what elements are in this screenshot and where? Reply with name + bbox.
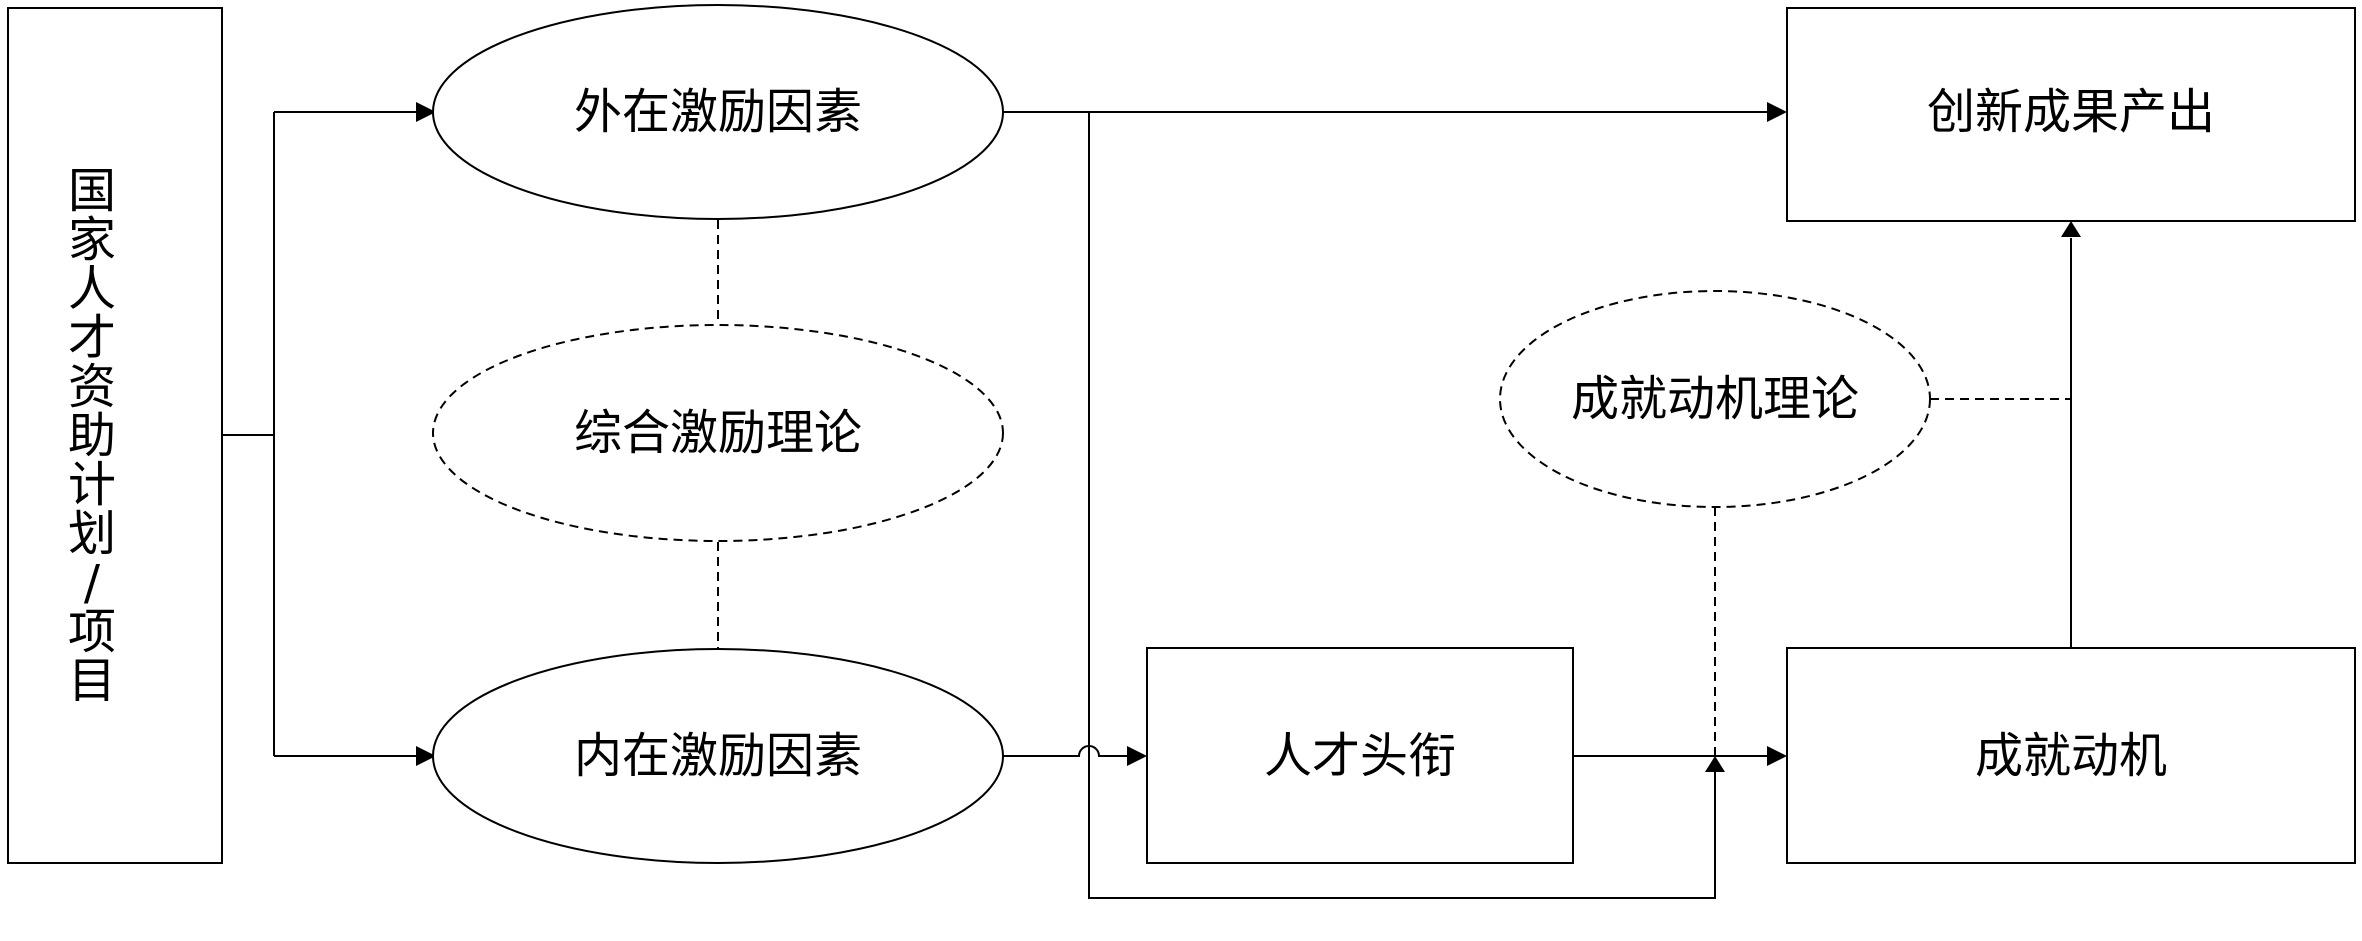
program-label-char: 目 [68, 653, 116, 709]
program-label-char: 资 [68, 359, 116, 415]
program-label-char: 计 [68, 457, 116, 513]
program-label-char: 划 [68, 506, 116, 562]
integrated-theory-label: 综合激励理论 [574, 405, 862, 461]
arrow-head-output [2061, 221, 2081, 237]
program-label-char: 项 [68, 604, 116, 660]
internal-label: 内在激励因素 [574, 728, 862, 784]
node-internal: 内在激励因素 [432, 648, 1004, 864]
program-label-char: 才 [68, 310, 116, 366]
program-label-char: / [84, 555, 101, 611]
connectors [222, 102, 2081, 899]
connector-external-down-loop [1088, 112, 1716, 899]
program-label-char: 助 [68, 408, 116, 464]
node-innovation-output: 创新成果产出 [1786, 7, 2356, 222]
innovation-output-label: 创新成果产出 [1927, 84, 2215, 140]
node-external: 外在激励因素 [432, 4, 1004, 220]
node-integrated-theory: 综合激励理论 [432, 324, 1004, 542]
arrow-internal-to-title [1003, 745, 1147, 766]
external-label: 外在激励因素 [574, 84, 862, 140]
program-label-char: 人 [68, 261, 116, 317]
node-talent-title: 人才头衔 [1146, 647, 1574, 864]
node-achievement-theory: 成就动机理论 [1499, 290, 1931, 508]
program-label-char: 家 [68, 212, 116, 268]
node-achievement-motivation: 成就动机 [1786, 647, 2356, 864]
program-label: 国家人才资助计划/项目 [68, 163, 116, 709]
program-label-char: 国 [68, 163, 116, 219]
achievement-theory-label: 成就动机理论 [1571, 371, 1859, 427]
achievement-motivation-label: 成就动机 [1975, 728, 2167, 784]
talent-title-label: 人才头衔 [1264, 728, 1456, 784]
node-program: 国家人才资助计划/项目 [7, 7, 223, 864]
arrow-loop-up [1705, 756, 1725, 772]
